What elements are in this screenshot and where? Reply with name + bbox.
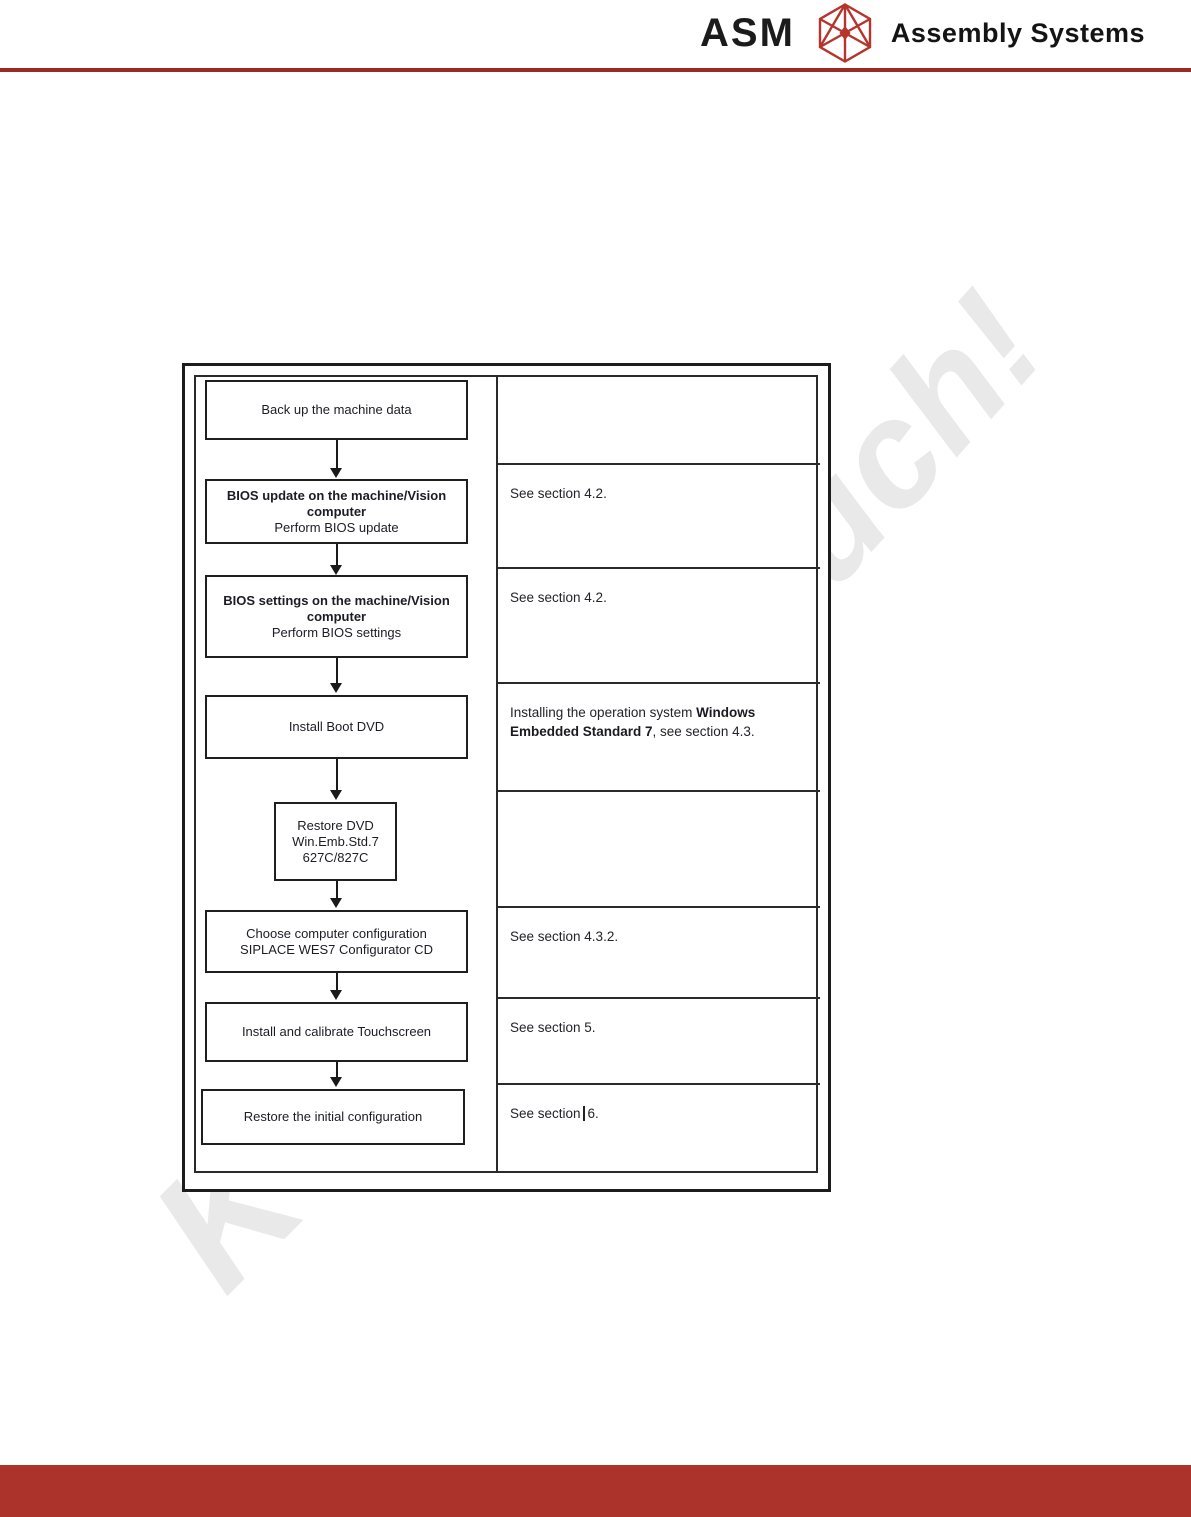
flow-box-line: Perform BIOS update (274, 519, 399, 535)
text-cursor-bar (582, 1106, 585, 1121)
asm-wordmark: ASM (700, 10, 795, 55)
footer-bar (0, 1465, 1191, 1517)
flow-arrow-down-icon (330, 1062, 343, 1087)
flow-box-line: Restore DVD (297, 817, 374, 833)
note-text: See section 5. (510, 1020, 596, 1035)
note-text-segment: , see section 4.3. (652, 724, 755, 739)
flow-box-bios-update: BIOS update on the machine/Vision comput… (205, 479, 468, 544)
note-cell-empty (498, 377, 820, 465)
note-cell: See section 4.2. (498, 569, 820, 684)
flow-arrow-down-icon (330, 440, 343, 478)
note-cell: See section 5. (498, 999, 820, 1085)
flow-box-line: BIOS update on the machine/Vision (226, 487, 447, 503)
brand-lockup: ASM Assembly Systems (700, 0, 1145, 66)
flow-box-choose-configuration: Choose computer configuration SIPLACE WE… (205, 910, 468, 973)
flow-arrow-down-icon (330, 658, 343, 693)
flow-box-touchscreen: Install and calibrate Touchscreen (205, 1002, 468, 1062)
note-text-segment: 6. (587, 1106, 599, 1121)
note-cell: See section 4.2. (498, 465, 820, 569)
flow-box-backup: Back up the machine data (205, 380, 468, 440)
flow-arrow-down-icon (330, 973, 343, 1000)
note-cell: See section 6. (498, 1085, 820, 1171)
flow-box-restore-dvd: Restore DVD Win.Emb.Std.7 627C/827C (274, 802, 397, 881)
company-name: Assembly Systems (890, 17, 1146, 48)
note-cell-empty (498, 792, 820, 908)
flow-box-line: BIOS settings on the machine/Vision (223, 592, 450, 608)
header-rule (0, 68, 1191, 72)
flow-box-line: Choose computer configuration (246, 925, 427, 941)
flow-box-line: Back up the machine data (261, 402, 412, 417)
page-header: ASM Assembly Systems (0, 0, 1191, 72)
flowchart-figure-frame: Back up the machine data BIOS update on … (182, 363, 831, 1192)
note-text: See section 6. (498, 1085, 820, 1123)
note-text-segment: See section (510, 1106, 581, 1121)
note-text: See section 4.3.2. (510, 929, 619, 944)
note-text-segment: Installing the operation system (510, 705, 697, 720)
flowchart-table: Back up the machine data BIOS update on … (194, 375, 820, 1173)
asm-hexagon-logo-icon (818, 3, 872, 63)
flow-box-line: computer (306, 608, 367, 624)
flow-box-bios-settings: BIOS settings on the machine/Vision comp… (205, 575, 468, 658)
note-text: Installing the operation system Windows … (498, 684, 820, 741)
flow-arrow-down-icon (330, 544, 343, 575)
flow-box-line: Restore the initial configuration (243, 1109, 423, 1124)
flow-box-restore-initial-config: Restore the initial configuration (201, 1089, 465, 1145)
flow-box-line: Perform BIOS settings (271, 624, 402, 640)
note-cell: See section 4.3.2. (498, 908, 820, 999)
flow-arrow-down-icon (330, 759, 343, 800)
flow-box-line: computer (306, 503, 367, 519)
flow-box-line: 627C/827C (302, 849, 369, 865)
flow-box-line: SIPLACE WES7 Configurator CD (240, 941, 433, 957)
notes-column: See section 4.2. See section 4.2. Instal… (496, 377, 820, 1171)
flow-arrow-down-icon (330, 881, 343, 908)
flow-box-line: Install and calibrate Touchscreen (241, 1024, 432, 1039)
note-text: See section 4.2. (510, 590, 607, 605)
note-cell: Installing the operation system Windows … (498, 684, 820, 792)
note-text-segment-bold: Windows Embedded Standard 7 (510, 705, 756, 739)
flow-box-line: Install Boot DVD (288, 719, 385, 734)
note-text: See section 4.2. (510, 486, 607, 501)
flow-box-install-boot-dvd: Install Boot DVD (205, 695, 468, 759)
flow-box-line: Win.Emb.Std.7 (292, 833, 379, 849)
